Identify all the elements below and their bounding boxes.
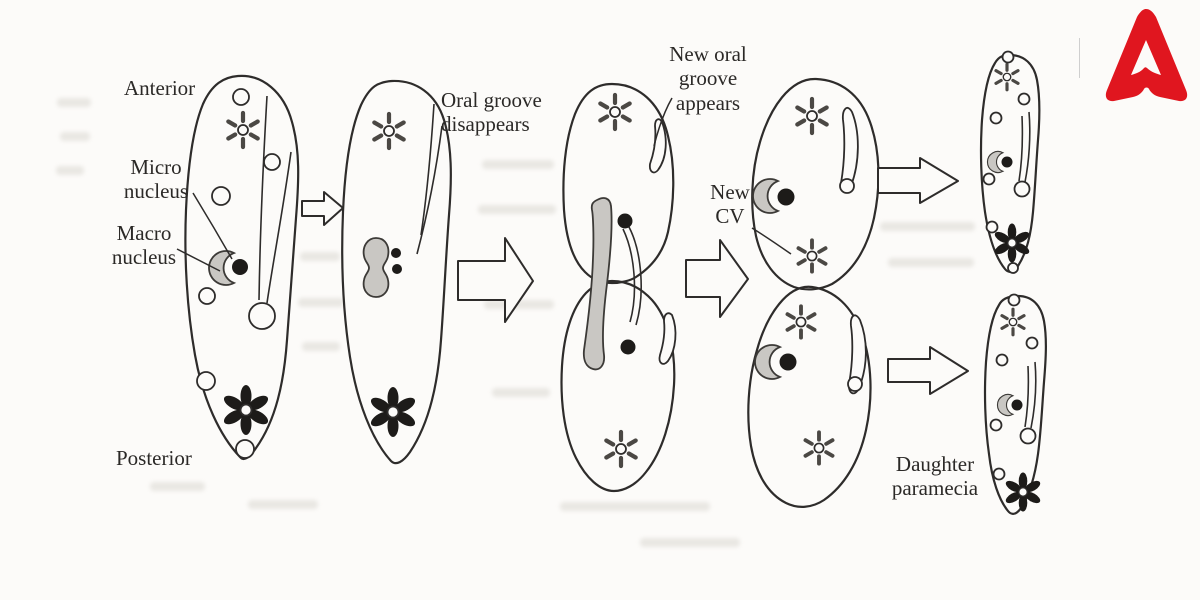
bleed-through-text <box>300 252 340 261</box>
micronucleus <box>777 188 795 206</box>
food-vacuole <box>989 111 1003 125</box>
stage-2-oral-groove-disappearing <box>341 79 452 465</box>
gullet <box>1013 180 1031 198</box>
oral-groove <box>266 151 292 304</box>
food-vacuole <box>1025 336 1039 350</box>
label-daughter-paramecia: Daughter paramecia <box>891 452 979 501</box>
bleed-through-text <box>888 258 974 267</box>
stage-5-daughter-paramecia <box>979 50 1047 515</box>
label-macro-nucleus: Macro nucleus <box>111 221 177 270</box>
food-vacuole <box>989 418 1003 432</box>
food-vacuole <box>1007 293 1021 307</box>
oral-groove <box>1024 365 1030 428</box>
macro-nucleus-leader-line <box>176 248 221 272</box>
gullet <box>248 302 276 330</box>
bleed-through-text <box>302 342 340 351</box>
new-cv-leader-line <box>751 227 792 255</box>
stage-arrow <box>887 346 969 395</box>
disappearing-oral-groove <box>420 103 435 236</box>
upper-daughter-outline <box>751 77 880 291</box>
oral-groove <box>258 95 268 301</box>
oral-groove <box>1018 115 1024 182</box>
dividing-micronucleus <box>391 248 401 258</box>
food-vacuole <box>982 172 996 186</box>
bleed-through-text <box>880 222 975 231</box>
stage-arrow <box>457 237 534 323</box>
new-oral-groove-leader-line <box>653 97 673 147</box>
bleed-through-text <box>248 500 318 509</box>
stage-3-transverse-fission <box>560 82 677 493</box>
food-vacuole <box>263 153 281 171</box>
label-oral-groove-disappears: Oral groove disappears <box>441 88 542 137</box>
stage-arrow <box>685 239 749 318</box>
food-vacuole <box>992 467 1006 481</box>
oral-groove <box>1024 111 1031 183</box>
oral-groove <box>1030 361 1037 429</box>
dividing-macronucleus <box>362 237 390 298</box>
micronucleus-spindle <box>622 228 636 323</box>
food-vacuole <box>1017 92 1031 106</box>
new-oral-groove-notch <box>658 312 677 365</box>
label-new-cv: New CV <box>710 180 750 229</box>
stage-4-separating-cells <box>747 77 880 508</box>
bleed-through-text <box>484 300 554 309</box>
food-vacuole <box>196 371 216 391</box>
micronucleus <box>779 353 797 371</box>
anterior-daughter-outline <box>562 82 675 285</box>
bleed-through-text <box>298 298 344 307</box>
food-vacuole <box>198 287 216 305</box>
gullet <box>847 376 863 392</box>
dividing-micronucleus <box>392 264 402 274</box>
micronucleus <box>620 339 636 355</box>
micronucleus-spindle <box>628 226 642 326</box>
label-posterior: Posterior <box>116 446 192 470</box>
new-oral-groove-notch <box>648 118 667 174</box>
food-vacuole <box>1007 262 1019 274</box>
elongated-macronucleus <box>582 197 613 371</box>
stage-1-parent-cell <box>184 74 300 461</box>
bleed-through-text <box>56 166 84 175</box>
label-new-oral-groove-appears: New oral groove appears <box>669 42 747 115</box>
disappearing-oral-groove <box>416 125 443 255</box>
bleed-through-text <box>560 502 710 511</box>
bleed-through-text <box>57 98 91 107</box>
brand-logo-icon <box>1105 9 1188 102</box>
gullet <box>839 178 855 194</box>
food-vacuole <box>232 88 250 106</box>
food-vacuole <box>1001 50 1015 64</box>
stage-arrow <box>877 157 959 204</box>
food-vacuole <box>995 353 1009 367</box>
food-vacuole <box>211 186 231 206</box>
food-vacuole <box>235 439 255 459</box>
gullet <box>1019 427 1037 445</box>
micronucleus <box>232 259 248 275</box>
scan-artifact-line <box>1079 38 1080 78</box>
bleed-through-text <box>60 132 90 141</box>
label-micro-nucleus: Micro nucleus <box>123 155 189 204</box>
bleed-through-text <box>640 538 740 547</box>
micro-nucleus-leader-line <box>192 192 233 260</box>
micronucleus <box>1011 399 1023 411</box>
bleed-through-text <box>492 388 550 397</box>
stage-arrow <box>301 191 344 226</box>
bleed-through-text <box>482 160 554 169</box>
food-vacuole <box>985 220 999 234</box>
label-anterior: Anterior <box>124 76 196 100</box>
micronucleus <box>1001 156 1013 168</box>
bleed-through-text <box>478 205 556 214</box>
bleed-through-text <box>150 482 205 491</box>
micronucleus <box>617 213 633 229</box>
